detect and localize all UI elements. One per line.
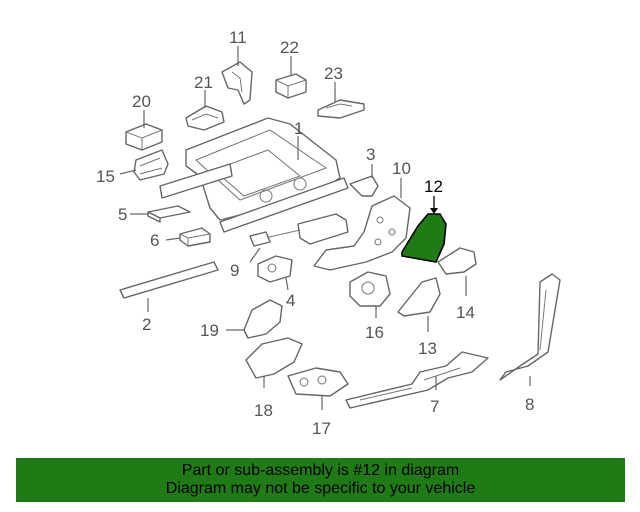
part-4: 4 (257, 255, 295, 310)
part-22: 22 (275, 38, 307, 99)
callout-11: 11 (229, 28, 247, 47)
part-21: 21 (185, 73, 225, 131)
part-19: 19 (200, 299, 283, 340)
callout-22: 22 (280, 38, 299, 57)
part-1: 1 (159, 117, 349, 233)
callout-20: 20 (132, 92, 151, 111)
callout-18: 18 (254, 401, 273, 420)
part-5: 5 (118, 205, 191, 224)
part-7: 7 (345, 351, 489, 416)
part-3: 3 (349, 145, 379, 197)
callout-12: 12 (424, 177, 443, 196)
banner-line-2: Diagram may not be specific to your vehi… (165, 480, 476, 497)
info-banner: Part or sub-assembly is #12 in diagram D… (16, 458, 625, 502)
callout-13: 13 (418, 339, 437, 358)
callout-6: 6 (150, 231, 159, 250)
part-20: 20 (125, 92, 163, 151)
part-2: 2 (119, 261, 219, 334)
callout-17: 17 (312, 419, 331, 438)
banner-line-1: Part or sub-assembly is #12 in diagram (181, 462, 460, 479)
callout-10: 10 (392, 159, 411, 178)
part-18: 18 (245, 337, 303, 420)
parts-diagram: 11 22 23 21 20 15 (96, 28, 561, 438)
callout-9: 9 (230, 261, 239, 280)
callout-15: 15 (96, 167, 115, 186)
callout-21: 21 (194, 73, 213, 92)
callout-7: 7 (430, 397, 439, 416)
callout-5: 5 (118, 205, 127, 224)
part-10: 10 (313, 159, 411, 271)
callout-23: 23 (324, 64, 343, 83)
callout-3: 3 (366, 145, 375, 164)
part-23: 23 (317, 64, 365, 119)
part-17: 17 (287, 367, 349, 438)
callout-19: 19 (200, 321, 219, 340)
part-8: 8 (499, 273, 561, 414)
callout-1: 1 (294, 119, 303, 138)
part-14: 14 (437, 247, 477, 322)
part-6: 6 (150, 227, 211, 250)
part-9: 9 (230, 213, 349, 280)
part-13: 13 (397, 277, 441, 358)
callout-14: 14 (456, 303, 475, 322)
callout-8: 8 (525, 395, 534, 414)
callout-4: 4 (286, 291, 295, 310)
part-15: 15 (96, 149, 169, 186)
part-16: 16 (349, 271, 391, 342)
callout-2: 2 (142, 315, 151, 334)
part-11: 11 (221, 28, 253, 105)
callout-16: 16 (365, 323, 384, 342)
part-12-highlighted[interactable]: 12 (401, 177, 447, 263)
